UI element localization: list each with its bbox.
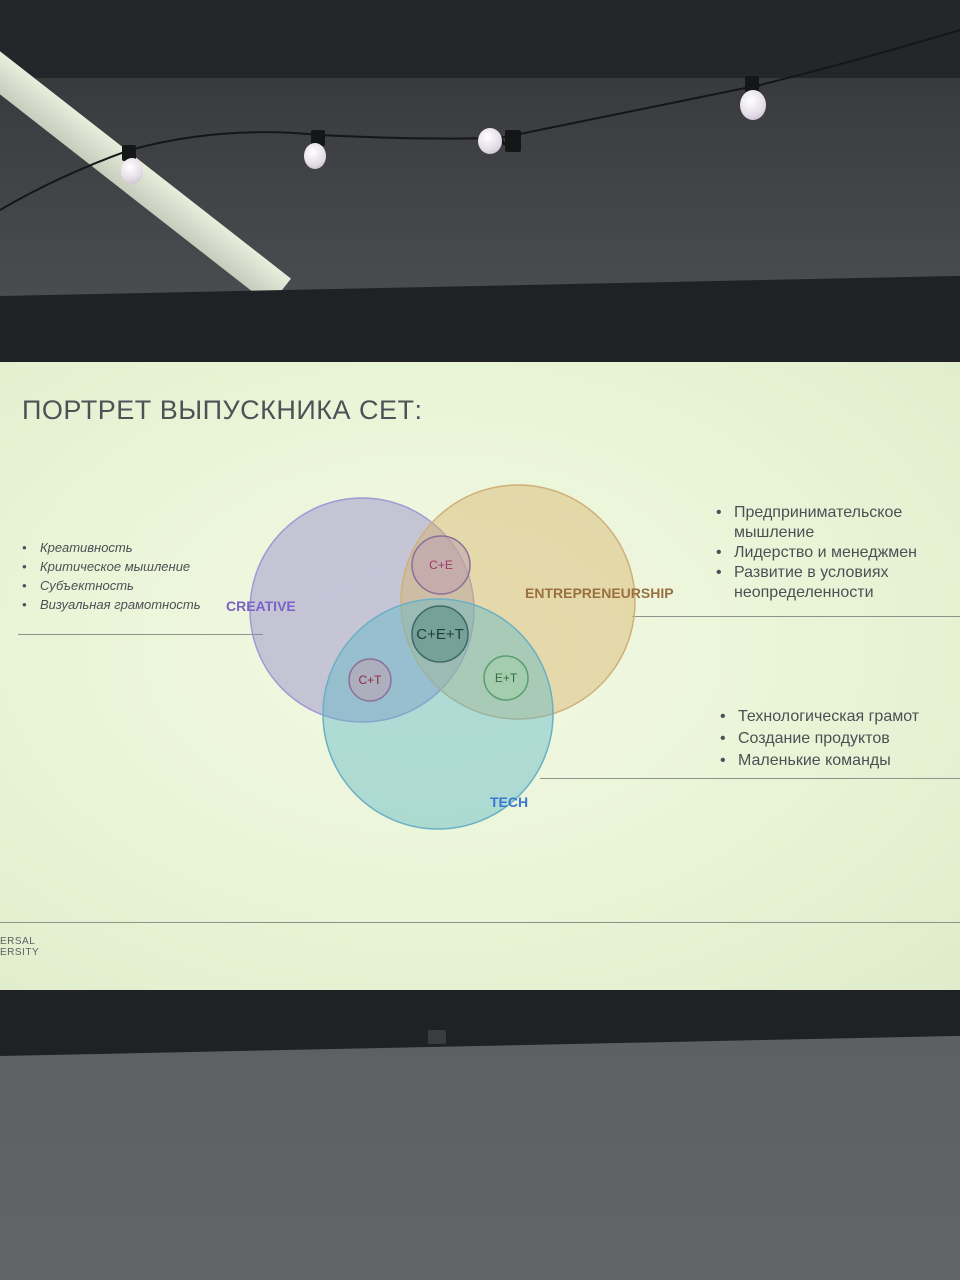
light-bulb-icon xyxy=(740,90,766,120)
tech-label: TECH xyxy=(490,794,528,810)
et-circle xyxy=(483,655,529,701)
light-bulb-icon xyxy=(304,143,326,169)
ct-circle xyxy=(348,658,392,702)
ceiling-void xyxy=(0,0,960,78)
right-bottom-divider-line xyxy=(540,778,960,779)
right-top-divider-line xyxy=(632,616,960,617)
bulb-socket xyxy=(122,145,136,161)
university-logo: ERSAL ERSITY xyxy=(0,936,39,958)
list-item: Критическое мышление xyxy=(22,557,201,576)
bulb-socket xyxy=(505,130,521,152)
list-item: Субъектность xyxy=(22,576,201,595)
ce-label: C+E xyxy=(429,558,453,572)
ct-label: C+T xyxy=(358,673,382,687)
cet-circle xyxy=(411,605,469,663)
cet-label: C+E+T xyxy=(416,626,464,643)
light-bulb-icon xyxy=(478,128,502,154)
list-item: Создание продуктов xyxy=(720,728,960,750)
right-bottom-bullet-list: Технологическая грамот Создание продукто… xyxy=(720,706,960,772)
bulb-socket xyxy=(745,76,759,92)
list-item: Маленькие команды xyxy=(720,750,960,772)
left-divider-line xyxy=(18,634,263,635)
venn-diagram: C+E C+T E+T C+E+T CREATIVE ENTREPRENEURS… xyxy=(226,484,674,830)
list-item: Предпринимательское мышление xyxy=(716,503,944,543)
list-item: Технологическая грамот xyxy=(720,706,960,728)
tech-circle xyxy=(322,598,554,830)
logo-line-1: ERSAL xyxy=(0,936,36,947)
list-item: Визуальная грамотность xyxy=(22,595,201,614)
slide-title: ПОРТРЕТ ВЫПУСКНИКА СЕТ: xyxy=(22,395,423,425)
et-label: E+T xyxy=(495,671,518,685)
list-item: Развитие в условиях неопределенности xyxy=(716,563,934,603)
right-top-bullet-list: Предпринимательское мышление Лидерство и… xyxy=(716,503,960,603)
footer-divider-line xyxy=(0,922,960,923)
list-item: Креативность xyxy=(22,538,201,557)
bulb-socket xyxy=(311,130,325,146)
entrepreneurship-label: ENTREPRENEURSHIP xyxy=(525,585,674,601)
list-item: Лидерство и менеджмен xyxy=(716,543,960,563)
screen-mount-bracket xyxy=(428,1030,446,1044)
light-bulb-icon xyxy=(121,158,143,184)
ce-circle xyxy=(411,535,471,595)
logo-line-2: ERSITY xyxy=(0,947,40,958)
projected-slide xyxy=(0,362,960,990)
string-lights-wire xyxy=(0,29,960,211)
left-bullet-list: Креативность Критическое мышление Субъек… xyxy=(22,538,201,614)
creative-label: CREATIVE xyxy=(226,598,296,614)
